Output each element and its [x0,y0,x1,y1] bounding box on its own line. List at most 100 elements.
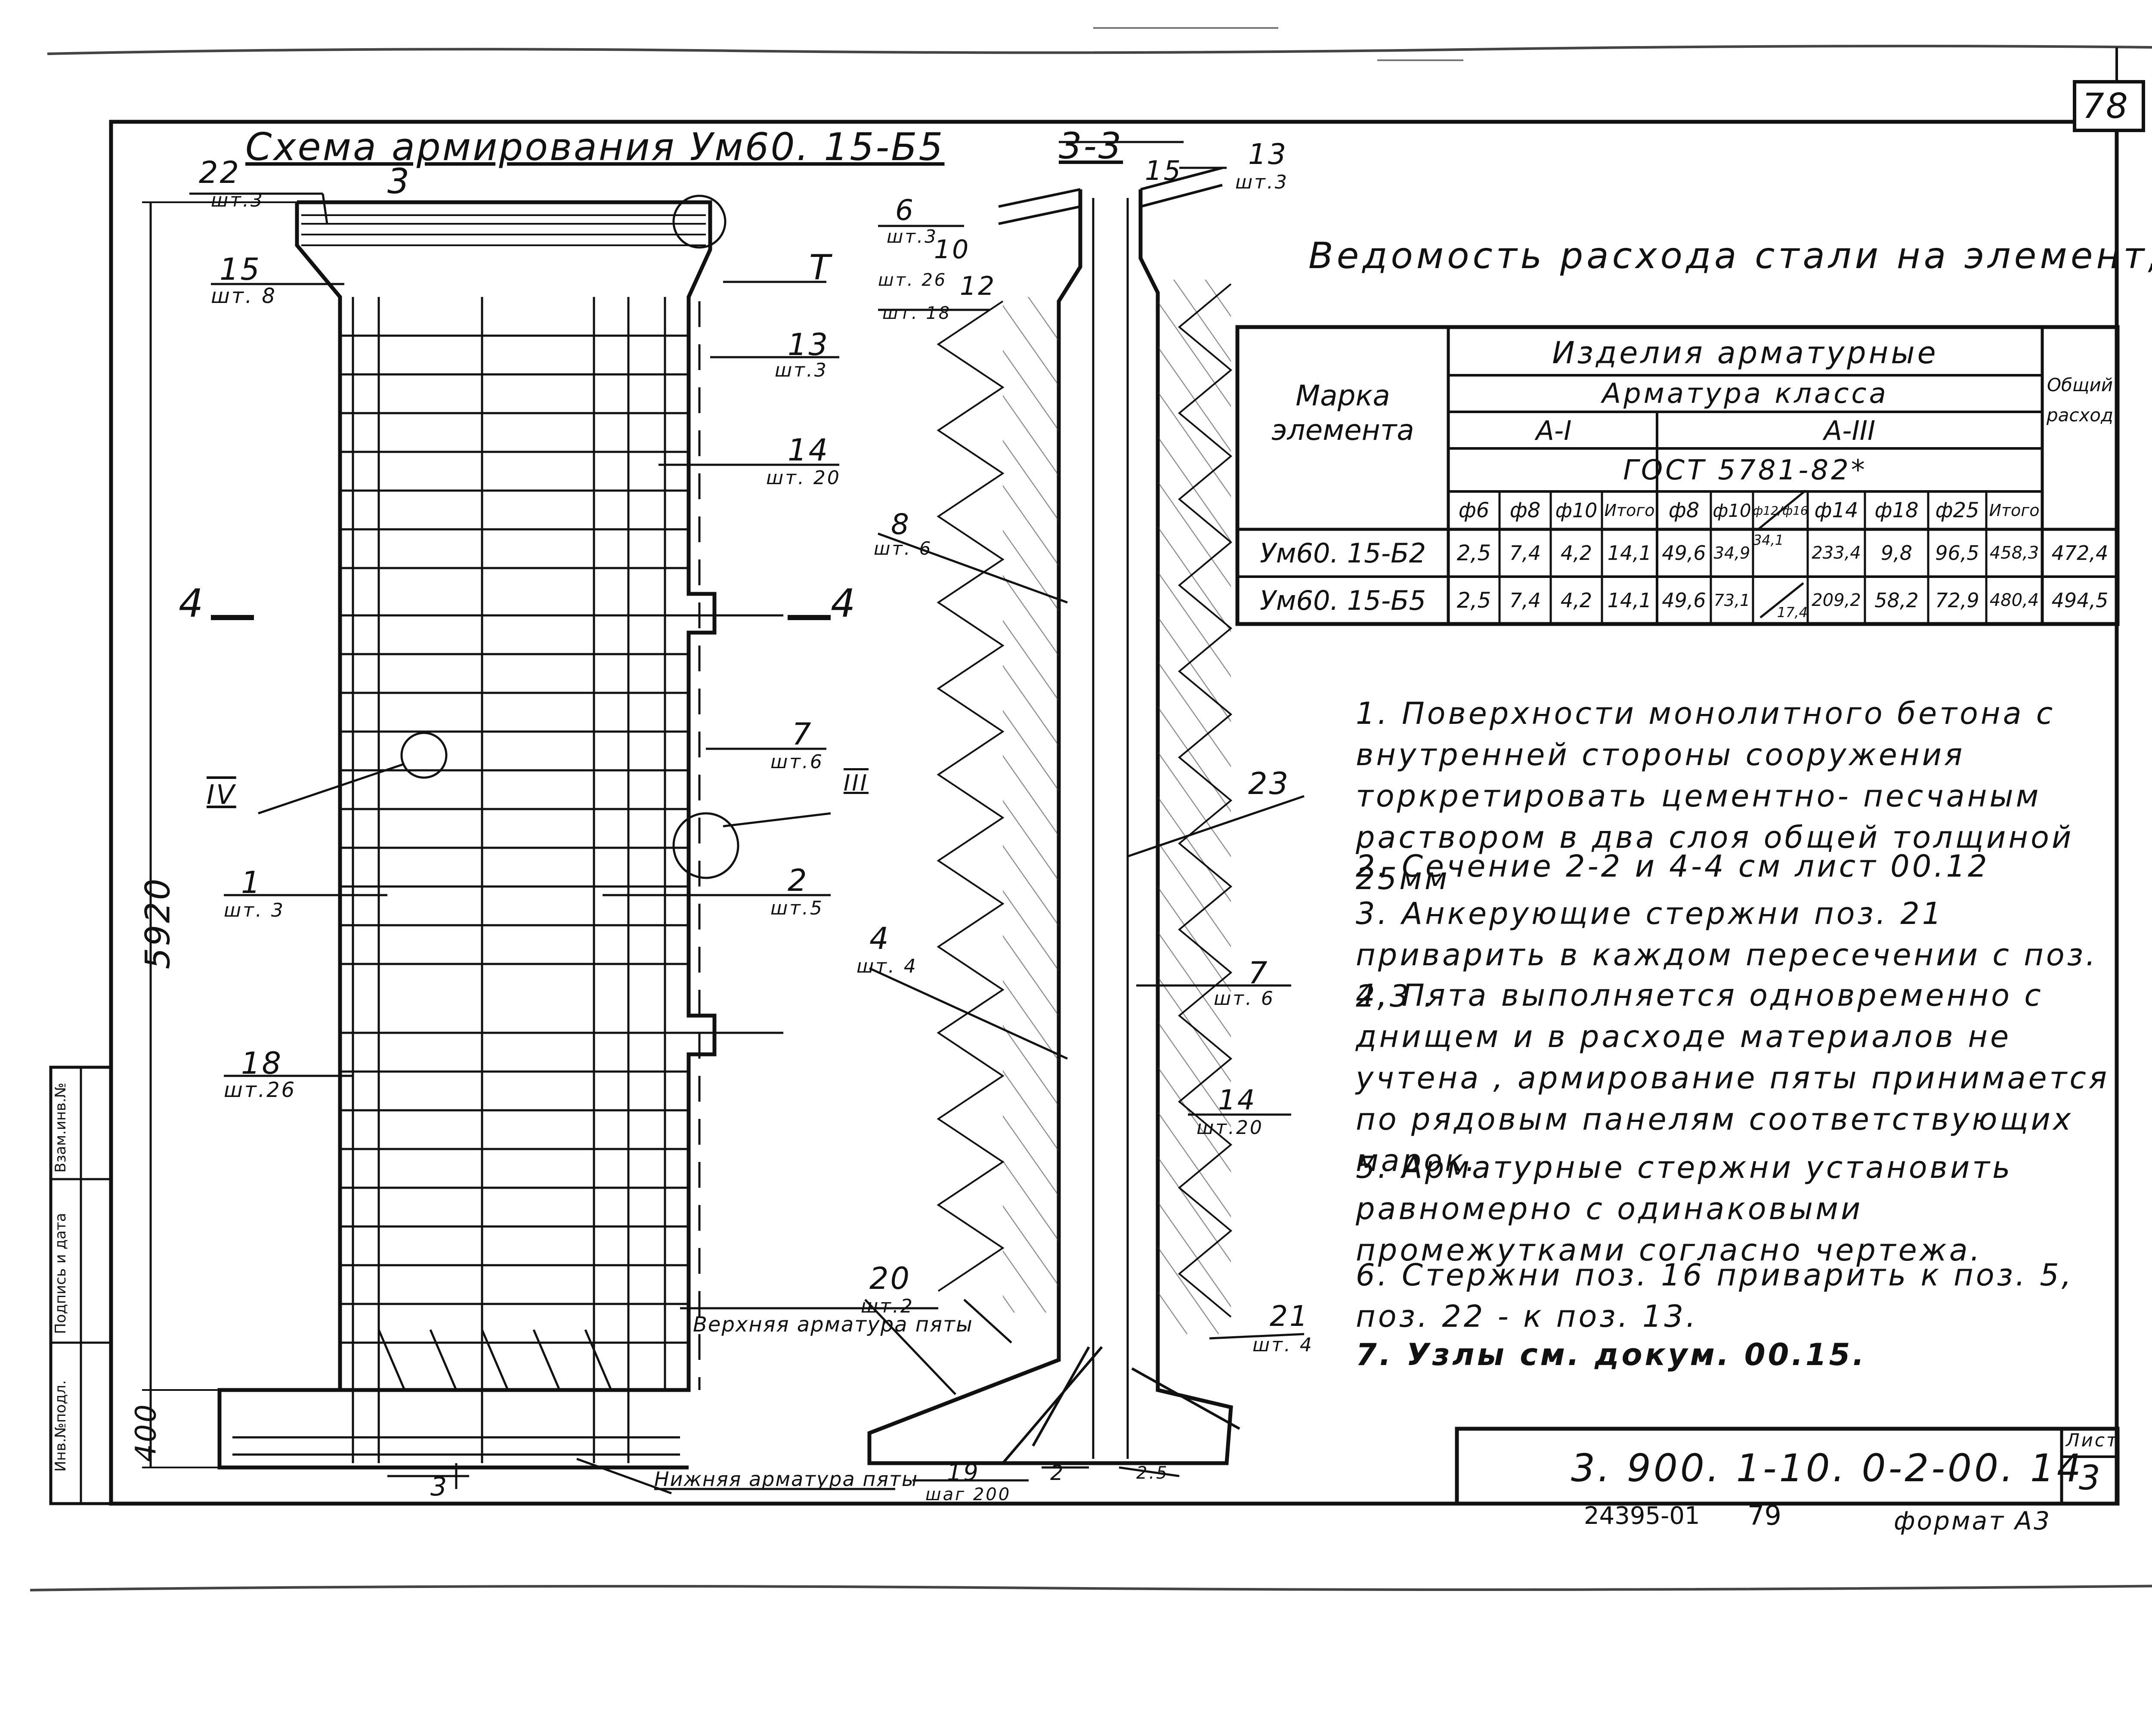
side-stamp-inv: Инв.№подл. [52,1380,69,1472]
callout-14-pos: 14 [788,432,830,468]
sheet-number-box [2073,80,2145,132]
table-title: Ведомость расхода стали на элемент, кг [1308,235,2152,277]
section-callout-10-qty: шт. 26 [878,270,947,290]
section-callout-14-pos: 14 [1218,1084,1257,1116]
callout-18-qty: шт.26 [224,1078,297,1102]
sheet-number: 78 [2082,86,2130,126]
table-cell: 2,5 [1456,588,1491,613]
section-callout-20-pos: 20 [869,1261,912,1296]
table-cell: 7,4 [1509,589,1541,612]
table-cell: 34,1 [1753,532,1784,548]
section-callout-13-qty: шт.3 [1235,171,1289,193]
section-callout-25-pos: 2.5 [1136,1463,1169,1483]
table-cell: 34,9 [1713,544,1750,562]
row-mark: Ум60. 15-Б2 [1259,537,1426,569]
table-cell: 17,4 [1777,604,1808,621]
note-7: 7. Узлы см. докум. 00.15. [1356,1337,1867,1372]
section-4-right: 4 [831,581,857,626]
table-cell: 480,4 [1989,590,2039,610]
section-callout-6-qty: шт.3 [887,226,938,247]
callout-2-pos: 2 [788,863,809,898]
table-cell: 7,4 [1509,541,1541,565]
section-callout-19-qty: шаг 200 [925,1485,1011,1504]
table-cell: 209,2 [1812,590,1861,610]
doc-code: 3. 900. 1-10. 0-2-00. 14 [1571,1446,2084,1490]
callout-22-pos: 22 [199,155,241,190]
col-header: ф10 [1555,499,1598,522]
table-cell: 96,5 [1935,541,1979,565]
note-3: 3. Анкерующие стержни поз. 21 приварить … [1356,896,2098,1014]
note-6: 6. Стержни поз. 16 приварить к поз. 5, п… [1356,1257,2074,1334]
col-header: Итого [1989,501,2040,520]
sheet-value: 3 [2079,1459,2102,1498]
section-mark-top: 3 [387,161,411,201]
note-2: 2. Сечение 2-2 и 4-4 см лист 00.12 [1356,849,1990,884]
section-callout-23-pos: 23 [1248,766,1290,801]
upper-footing-label: Верхняя арматура пяты [693,1313,973,1337]
callout-1-pos: 1 [241,865,262,900]
steel-table-grid [1235,325,2120,626]
row-mark: Ум60. 15-Б5 [1259,584,1426,616]
table-header-a1: А-I [1536,414,1572,446]
col-header: ф18 [1874,498,1919,522]
section-callout-20-qty: шт.2 [861,1295,914,1317]
callout-15-pos: 15 [220,252,262,287]
callout-2-qty: шт.5 [770,897,824,919]
table-cell: 9,8 [1880,541,1913,565]
section-callout-13-pos: 13 [1248,138,1288,171]
table-cell: 72,9 [1935,589,1979,612]
callout-T-pos: Т [809,247,832,287]
section-callout-14-qty: шт.20 [1197,1117,1264,1139]
section-callout-12-pos: 12 [960,271,996,301]
callout-7-pos: 7 [792,717,813,752]
section-callout-7-qty: шт. 6 [1214,988,1275,1010]
callout-15-qty: шт. 8 [211,284,277,308]
table-cell: 2,5 [1456,541,1491,565]
section-callout-15-pos: 15 [1145,155,1182,186]
side-stamp-sign: Подпись и дата [52,1213,69,1334]
table-header-mark: Марка элемента [1271,379,1414,447]
section-callout-4-pos: 4 [869,921,890,956]
col-header: Итого [1604,501,1655,520]
panel-elevation [142,192,938,1495]
col-header: ф6 [1458,498,1490,522]
section-callout-10-pos: 10 [934,235,971,265]
note-4: 4. Пята выполняется одновременно с днище… [1356,978,2109,1178]
section-callout-6-pos: 6 [895,194,915,227]
scheme-title: Схема армирования Ум60. 15-Б5 [245,125,945,169]
scan-line-top [47,44,2152,55]
table-header-gost: ГОСТ 5781-82* [1623,454,1868,486]
callout-18-pos: 18 [241,1046,283,1081]
section-callout-2-pos: 2 [1050,1461,1065,1485]
table-cell: 14,1 [1607,589,1652,612]
note-1: 1. Поверхности монолитного бетона с внут… [1356,696,2074,896]
side-stamp-replace: Взам.инв.№ [52,1082,69,1173]
table-cell: 4,2 [1560,541,1592,565]
callout-22-qty: шт.3 [211,189,264,211]
col-header: ф25 [1935,498,1979,522]
table-header-total: Общий расход [2046,374,2114,426]
page-number: 79 [1747,1500,1781,1531]
col-header: ф14 [1814,498,1858,522]
section-callout-21-qty: шт. 4 [1252,1334,1314,1356]
note-5: 5. Арматурные стержни установить равноме… [1356,1150,2013,1268]
table-cell: 58,2 [1874,589,1919,612]
section-3-3 [864,141,1305,1482]
archive-number: 24395-01 [1584,1502,1700,1530]
sheet-label: Лист [2066,1430,2119,1451]
col-header: ф8 [1509,498,1541,522]
scan-line-bottom [30,1585,2152,1591]
section-callout-12-qty: шт. 18 [882,303,952,323]
callout-13-pos: 13 [788,327,830,362]
table-cell: 233,4 [1812,543,1861,563]
section-callout-8-pos: 8 [891,508,911,541]
table-cell-total: 494,5 [2051,589,2109,612]
dimension-footing: 400 [129,1402,163,1462]
callout-13-qty: шт.3 [775,359,828,381]
section-4-left: 4 [179,581,205,626]
format-label: формат А3 [1894,1506,2051,1535]
title-block-lines [1455,1427,2120,1506]
table-cell: 73,1 [1713,591,1750,610]
dimension-height: 5920 [139,877,178,970]
